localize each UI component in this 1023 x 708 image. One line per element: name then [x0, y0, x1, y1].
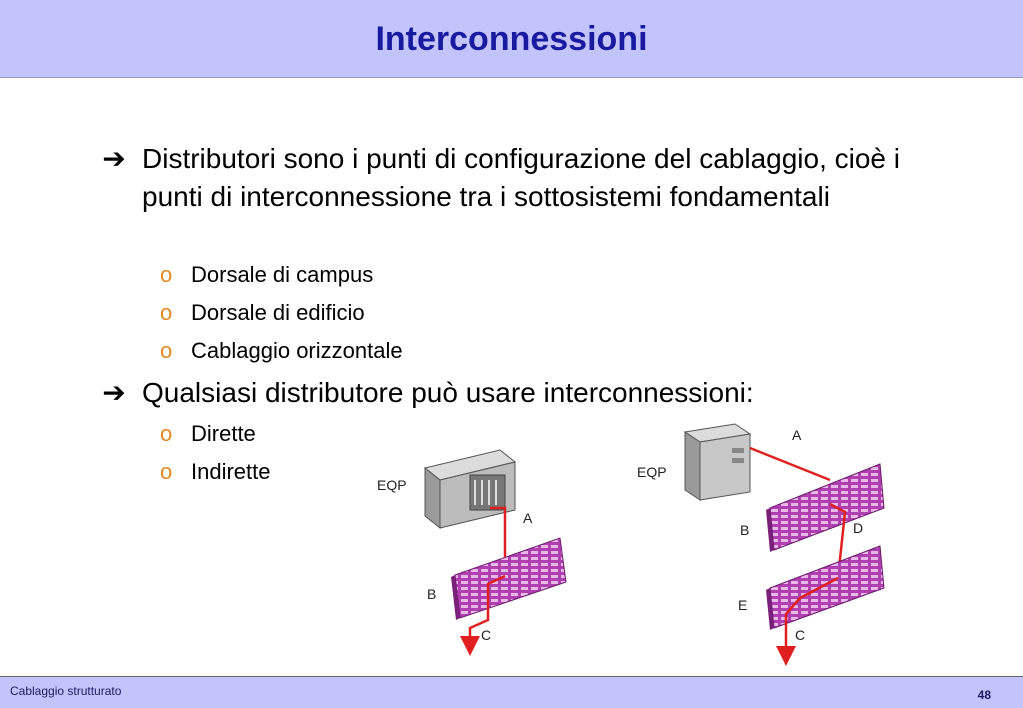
- cable-label-c: C: [481, 627, 491, 643]
- eqp-label: EQP: [637, 464, 667, 480]
- interconnection-diagram: EQP A B C EQP A: [377, 423, 885, 666]
- panel-label-b: B: [427, 586, 436, 602]
- slide-footer: Cablaggio strutturato 48: [0, 676, 1023, 708]
- eqp-label: EQP: [377, 477, 407, 493]
- bullet-text: Distributori sono i punti di configurazi…: [142, 143, 900, 212]
- bullet-text: Qualsiasi distributore può usare interco…: [142, 377, 754, 408]
- slide-title: Interconnessioni: [375, 20, 648, 58]
- cable-label-a: A: [792, 427, 802, 443]
- sub-bullet-text: Dorsale di edificio: [191, 300, 365, 325]
- equipment-rack-icon: [423, 449, 517, 530]
- patch-panel-icon: [451, 537, 567, 620]
- panel-label-b: B: [740, 522, 749, 538]
- arrow-right-icon: ➔: [102, 377, 126, 408]
- server-tower-icon: [683, 423, 752, 501]
- cable-label-c: C: [795, 627, 805, 643]
- sub-bullet-text: Cablaggio orizzontale: [191, 338, 403, 363]
- direct-interconnection: EQP A B C: [377, 449, 567, 656]
- cable-label-a: A: [523, 510, 533, 526]
- sub-bullet-text: Dorsale di campus: [191, 262, 374, 287]
- circle-bullet-icon: o: [160, 262, 173, 287]
- cable-label-d: D: [853, 520, 863, 536]
- footer-course-title: Cablaggio strutturato: [10, 684, 122, 698]
- sub-bullet-text: Dirette: [191, 421, 256, 446]
- patch-panel-icon: [766, 463, 885, 552]
- circle-bullet-icon: o: [160, 338, 173, 363]
- page-number: 48: [977, 688, 991, 702]
- panel-label-e: E: [738, 597, 747, 613]
- arrow-right-icon: ➔: [102, 143, 126, 174]
- circle-bullet-icon: o: [160, 421, 173, 446]
- circle-bullet-icon: o: [160, 300, 173, 325]
- slide-header: Interconnessioni: [0, 0, 1023, 78]
- circle-bullet-icon: o: [160, 459, 173, 484]
- patch-panel-icon: [766, 545, 885, 630]
- sub-bullet-text: Indirette: [191, 459, 271, 484]
- indirect-interconnection: EQP A B D E C: [637, 423, 885, 666]
